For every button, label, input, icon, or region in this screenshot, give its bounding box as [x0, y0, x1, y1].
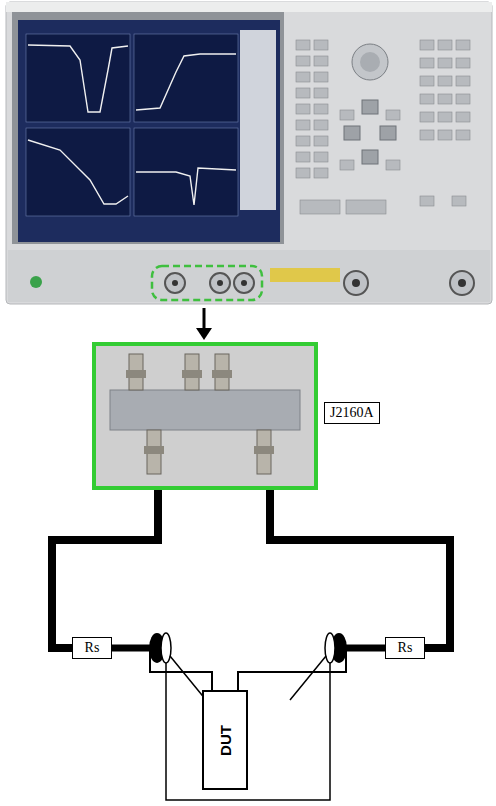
resistor-label: Rs — [85, 640, 100, 656]
screen — [18, 20, 280, 242]
bnc-connectors — [165, 271, 474, 295]
bnc-bottom — [254, 430, 274, 474]
selection-outline — [152, 266, 262, 300]
resistor-box: Rs — [385, 637, 425, 659]
fixture-frame: J2160A — [92, 342, 318, 490]
power-button — [30, 276, 42, 288]
keypad — [296, 40, 470, 214]
nav-pad — [344, 100, 396, 164]
fixture-photo — [96, 346, 314, 486]
rotary-knob — [352, 44, 388, 80]
probe-wire — [238, 648, 385, 690]
rotary-knob-center — [360, 52, 380, 72]
coax-cable — [52, 490, 158, 648]
screen-bezel — [12, 12, 284, 244]
coax-cable — [270, 490, 450, 648]
dut-label: DUT — [216, 725, 233, 756]
bnc-top — [126, 354, 146, 390]
model-label: J2160A — [324, 402, 380, 424]
cross-wires — [170, 656, 326, 700]
fixture-block — [110, 390, 300, 430]
warning-label — [270, 268, 340, 282]
pointer-arrow — [203, 308, 206, 330]
bnc-bottom — [144, 430, 164, 474]
front-strip — [8, 250, 490, 302]
analyzer-body — [6, 2, 492, 304]
softkey-panel — [240, 30, 276, 210]
photo-ground — [96, 346, 314, 486]
resistor-label: Rs — [398, 640, 413, 656]
bnc-top — [182, 354, 202, 390]
pointer-arrowhead — [196, 328, 212, 340]
ground-return-wire — [166, 663, 330, 800]
screen-grid — [26, 34, 238, 216]
resistor-box: Rs — [72, 637, 112, 659]
analyzer-top-edge — [6, 2, 492, 12]
bnc-top — [212, 354, 232, 390]
dut-box: DUT — [202, 690, 248, 790]
screen-traces — [28, 45, 236, 205]
probe-wire — [112, 648, 212, 690]
